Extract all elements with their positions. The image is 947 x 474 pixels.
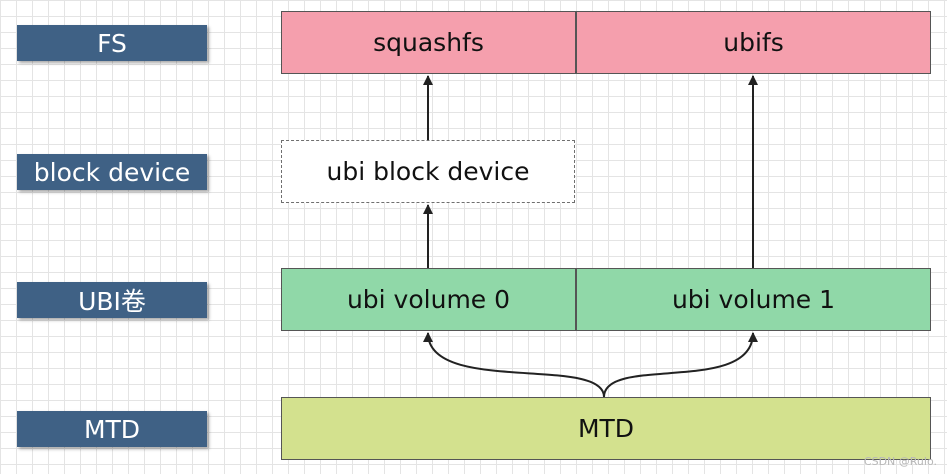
squashfs-box: squashfs [281, 11, 576, 74]
ubi-volume-0-box: ubi volume 0 [281, 268, 576, 331]
ubi-block-device-box: ubi block device [281, 140, 575, 203]
layer-label-block-device: block device [17, 154, 207, 190]
ubi-volume-1-box: ubi volume 1 [576, 268, 931, 331]
arrow-mtd-to-volume1 [603, 332, 758, 398]
layer-label-ubi: UBI卷 [17, 282, 207, 318]
mtd-box: MTD [281, 397, 931, 460]
layer-label-mtd: MTD [17, 411, 207, 447]
ubifs-box: ubifs [576, 11, 931, 74]
watermark: CSDN @Rulo. [863, 455, 937, 468]
layer-label-fs: FS [17, 25, 207, 61]
arrow-mtd-to-volume0 [423, 332, 605, 398]
